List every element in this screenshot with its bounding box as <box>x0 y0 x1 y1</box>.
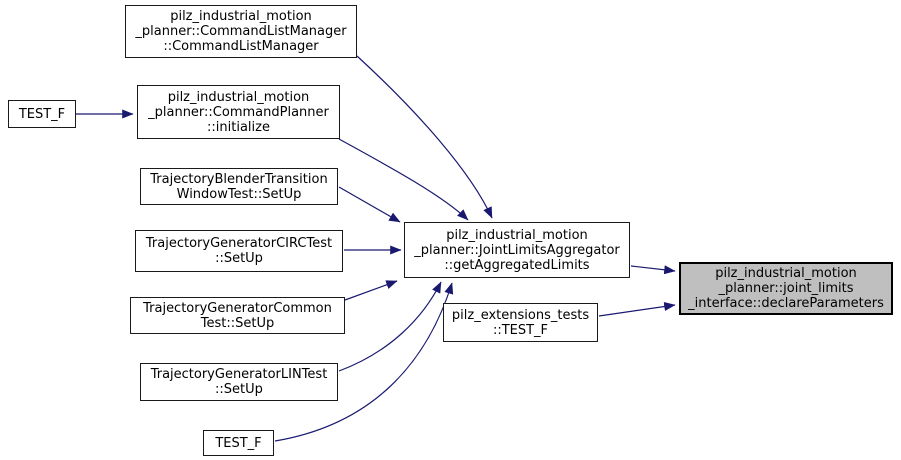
edge-commontest-to-getaggregatedlimits <box>344 280 398 301</box>
edge-initialize-to-getaggregatedlimits <box>338 138 469 221</box>
node-trajectorygeneratorcirctest-setup[interactable]: TrajectoryGeneratorCIRCTest ::SetUp <box>135 230 343 272</box>
edge-getaggregatedlimits-to-declareparameters <box>630 265 676 275</box>
node-trajectorygeneratorcommontest-setup[interactable]: TrajectoryGeneratorCommon Test::SetUp <box>130 297 345 334</box>
node-pilz-extensions-tests-test-f[interactable]: pilz_extensions_tests ::TEST_F <box>443 303 598 342</box>
node-trajectoryblendertransitionwindowtest-setup[interactable]: TrajectoryBlenderTransition WindowTest::… <box>140 168 338 205</box>
edge-commandlistmanager-to-getaggregatedlimits <box>356 55 493 219</box>
edge-testf2-to-getaggregatedlimits <box>274 282 454 442</box>
edge-pilzextensions-testf-to-declareparameters <box>598 302 676 317</box>
edge-blendertransition-to-getaggregatedlimits <box>338 186 401 223</box>
node-test-f-bottom[interactable]: TEST_F <box>203 430 274 456</box>
node-trajectorygeneratorlintest-setup[interactable]: TrajectoryGeneratorLINTest ::SetUp <box>140 363 338 401</box>
node-commandlistmanager[interactable]: pilz_industrial_motion _planner::Command… <box>125 5 357 58</box>
node-test-f-top[interactable]: TEST_F <box>8 100 76 128</box>
node-commandplanner-initialize[interactable]: pilz_industrial_motion _planner::Command… <box>137 85 340 139</box>
edge-lintest-to-getaggregatedlimits <box>338 281 442 372</box>
node-joint-limits-interface-declareparameters: pilz_industrial_motion _planner::joint_l… <box>679 262 893 315</box>
node-jointlimitsaggregator-getaggregatedlimits[interactable]: pilz_industrial_motion _planner::JointLi… <box>404 222 630 278</box>
